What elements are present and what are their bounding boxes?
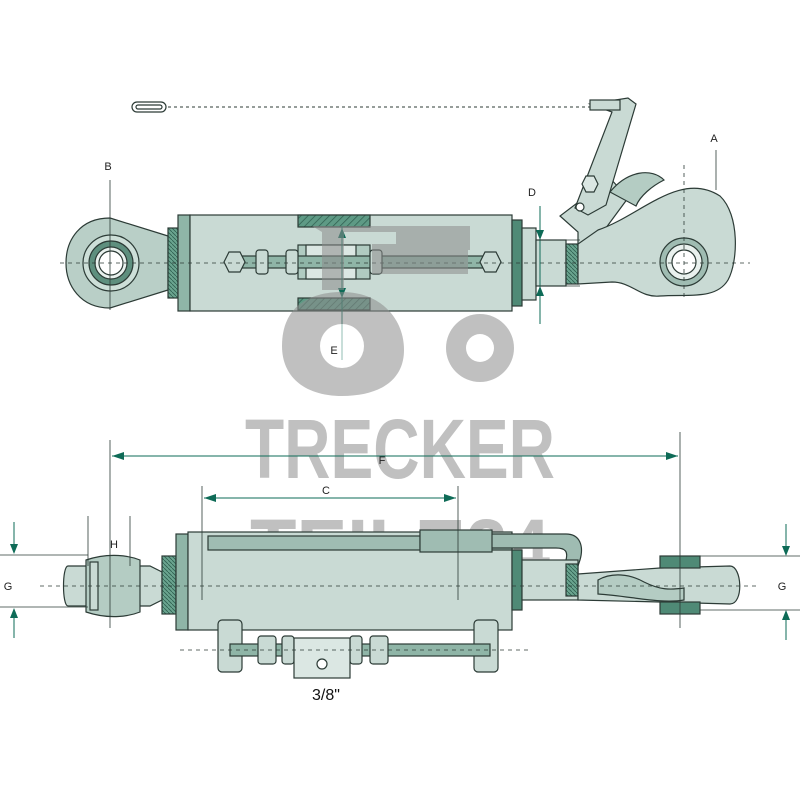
side-view (0, 432, 800, 679)
hex-nut-right (479, 251, 502, 273)
label-b: B (104, 161, 111, 173)
label-d: D (528, 187, 536, 199)
dimension-d (536, 206, 580, 324)
quick-coupler-hook (559, 97, 736, 297)
pipe-fitting (419, 529, 493, 553)
piston-rod-end (565, 243, 579, 285)
center-block-top-hatch (297, 214, 371, 228)
label-f: F (379, 455, 386, 467)
right-collar (521, 227, 537, 301)
side-right-band (511, 549, 523, 611)
label-a: A (710, 133, 718, 145)
chain-pin (131, 101, 592, 113)
dimension-f (112, 452, 678, 460)
hex-nut-left (223, 251, 246, 273)
side-rod-knurl (565, 563, 579, 597)
dimension-g-left (10, 522, 18, 638)
label-h: H (110, 539, 118, 551)
side-collar (175, 533, 189, 631)
label-e: E (330, 345, 337, 357)
right-hook-side (577, 555, 741, 615)
label-c: C (322, 485, 330, 497)
side-knurl-ring (161, 555, 177, 615)
thread-size-label: 3/8" (312, 687, 340, 704)
dimension-labels: A B D E F C H G G 3/8" (4, 133, 787, 704)
dimension-g-right (782, 524, 790, 640)
dimension-c (204, 494, 456, 502)
label-g-right: G (778, 581, 787, 593)
label-g-left: G (4, 581, 13, 593)
watermark-line-1: TRECKER (245, 402, 555, 496)
